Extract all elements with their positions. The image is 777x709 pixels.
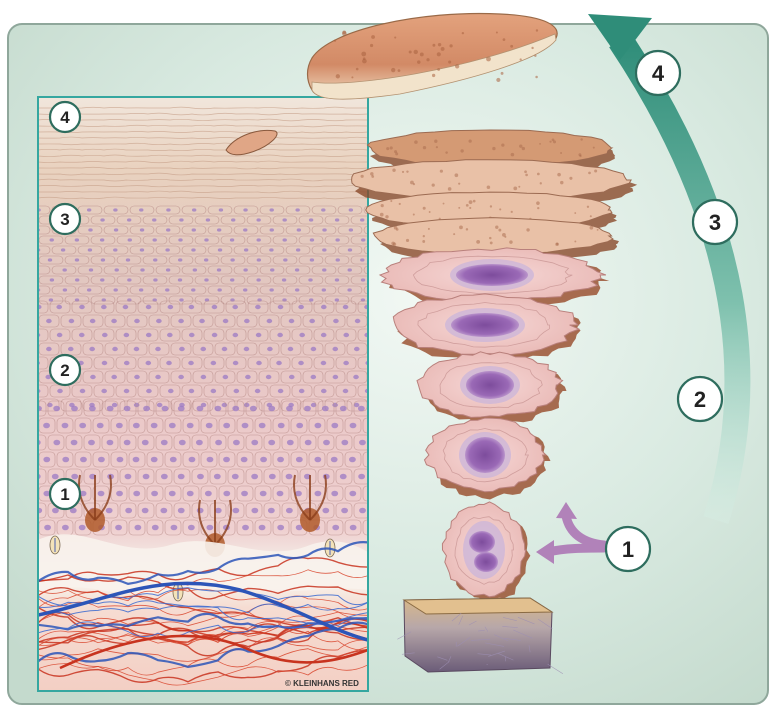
cycle-stage-badge-3: 3 xyxy=(691,198,739,246)
keratinocyte xyxy=(441,501,531,605)
melanocyte xyxy=(293,474,327,532)
cycle-arrow-head xyxy=(588,14,652,60)
cycle-stage-badge-4: 4 xyxy=(634,49,682,97)
inset-layer-badges: 4 3 2 1 xyxy=(48,100,82,511)
keratinocyte xyxy=(378,247,610,308)
svg-text:1: 1 xyxy=(60,485,69,504)
svg-text:3: 3 xyxy=(60,210,69,229)
svg-text:4: 4 xyxy=(652,61,665,86)
inset-layer-badge-2: 2 xyxy=(48,353,82,387)
inset-layer-badge-3: 3 xyxy=(48,202,82,236)
melanocyte xyxy=(78,474,112,532)
cycle-stage-badge-1: 1 xyxy=(604,525,652,573)
cycle-arrow xyxy=(609,32,751,524)
basement-tissue-block xyxy=(397,597,564,674)
svg-text:2: 2 xyxy=(694,387,706,412)
inset-border xyxy=(37,96,369,692)
illustrator-credit: © KLEINHANS RED xyxy=(285,679,359,688)
epidermis-cross-section-inset xyxy=(38,97,368,691)
top-shedding-flake xyxy=(306,12,558,100)
inset-layer-badge-4: 4 xyxy=(48,100,82,134)
cycle-stage-badges: 4 3 2 1 xyxy=(604,49,739,573)
cycle-stage-badge-2: 2 xyxy=(676,375,724,423)
blood-vessels xyxy=(38,541,368,686)
svg-text:2: 2 xyxy=(60,361,69,380)
keratinocyte xyxy=(423,417,551,500)
keratinocyte xyxy=(416,351,567,424)
svg-text:4: 4 xyxy=(60,108,70,127)
keratinocyte xyxy=(392,293,581,363)
inset-layer-badge-1: 1 xyxy=(48,477,82,511)
svg-text:3: 3 xyxy=(709,210,721,235)
purple-entry-arrows xyxy=(536,502,609,564)
svg-text:1: 1 xyxy=(622,537,634,562)
cell-maturation-stack xyxy=(351,129,638,605)
inset-shedding-flake xyxy=(225,129,278,156)
